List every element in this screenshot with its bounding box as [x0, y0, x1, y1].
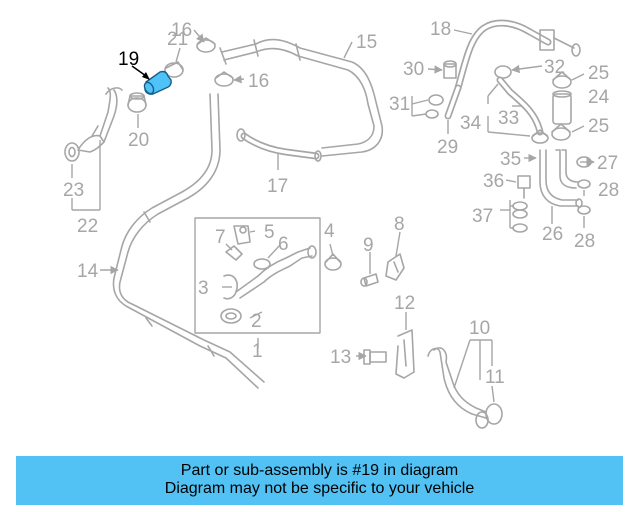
- part-19-hose-connector: [143, 70, 172, 95]
- leader-19: [131, 65, 150, 80]
- part-13-bolt: [363, 349, 387, 365]
- callout-14: 14: [77, 261, 99, 282]
- part-28-washer-upper: [577, 179, 591, 189]
- callout-23: 23: [63, 180, 84, 201]
- part-26-pipe: [539, 149, 583, 208]
- part-14-long-pipe: [112, 93, 265, 389]
- part-12-bracket: [395, 329, 415, 379]
- part-2-oring: [220, 308, 242, 324]
- callout-9: 9: [363, 235, 374, 256]
- callout-2: 2: [251, 311, 262, 332]
- part-4-cap: [324, 253, 342, 271]
- part-25-cap-lower: [551, 123, 571, 141]
- callout-37: 37: [472, 206, 493, 227]
- callout-20: 20: [128, 130, 149, 151]
- parts-diagram: 19 21 16 16 15 17 20 23 22 14 18 30 31 2…: [63, 19, 619, 429]
- callout-12: 12: [394, 293, 415, 314]
- callout-11: 11: [485, 367, 505, 388]
- part-5-sensor: [233, 225, 251, 245]
- part-8-bracket: [385, 253, 405, 281]
- callout-21: 21: [167, 29, 188, 50]
- part-1-pipe: [235, 245, 317, 299]
- part-23-gasket: [64, 142, 80, 162]
- callout-8: 8: [394, 214, 405, 235]
- callout-18: 18: [430, 19, 451, 40]
- callout-15: 15: [356, 32, 377, 53]
- part-29-hose: [444, 84, 462, 120]
- part-31-oring: [425, 94, 444, 119]
- callout-36: 36: [483, 171, 504, 192]
- callout-35: 35: [500, 149, 521, 170]
- part-11-flange: [475, 403, 503, 429]
- banner-line-2: Diagram may not be specific to your vehi…: [164, 480, 475, 497]
- part-22-pipe-assembly: [77, 87, 123, 153]
- info-banner: Part or sub-assembly is #19 in diagram D…: [16, 456, 623, 505]
- callout-28-lower: 28: [574, 231, 595, 252]
- banner-line-1: Part or sub-assembly is #19 in diagram: [180, 462, 459, 479]
- callout-31: 31: [389, 94, 410, 115]
- callout-34: 34: [460, 113, 482, 134]
- part-9-bolt: [360, 273, 379, 287]
- part-37-washers: [512, 201, 528, 233]
- callout-22: 22: [77, 216, 98, 237]
- callout-10: 10: [469, 318, 490, 339]
- callout-3: 3: [198, 278, 209, 299]
- part-3-clip: [223, 274, 239, 300]
- part-25-cap-upper: [552, 71, 572, 89]
- part-1-group-box: [194, 217, 321, 334]
- callout-27: 27: [597, 153, 618, 174]
- callout-26: 26: [542, 224, 563, 245]
- callout-32: 32: [544, 57, 565, 78]
- callout-25-upper: 25: [588, 63, 609, 84]
- callout-4: 4: [324, 221, 335, 242]
- callout-17: 17: [267, 176, 288, 197]
- part-16-clamp-lower: [214, 71, 234, 87]
- callout-30: 30: [403, 59, 424, 80]
- part-24-filter: [552, 90, 572, 125]
- part-17-hose: [236, 128, 322, 162]
- part-15-hose: [219, 38, 384, 157]
- part-30-connector: [443, 60, 457, 79]
- callout-5: 5: [264, 222, 275, 243]
- part-7-bracket: [225, 245, 243, 261]
- part-16-clamp-upper: [196, 37, 216, 53]
- callout-33: 33: [498, 108, 519, 129]
- callout-16-lower: 16: [248, 71, 269, 92]
- callout-7: 7: [215, 227, 226, 248]
- callout-25-lower: 25: [588, 116, 609, 137]
- callout-28-upper: 28: [598, 180, 619, 201]
- part-20-cap: [127, 92, 147, 113]
- part-35-cap: [531, 129, 549, 144]
- part-28-washer-lower: [577, 205, 591, 215]
- part-33-hose: [496, 76, 544, 136]
- part-10-pipe: [427, 347, 487, 419]
- callout-19: 19: [118, 49, 139, 70]
- part-21-flange: [164, 61, 184, 78]
- callout-labels: 19 21 16 16 15 17 20 23 22 14 18 30 31 2…: [63, 19, 619, 388]
- callout-16-upper: 16: [171, 20, 192, 41]
- callout-13: 13: [330, 347, 351, 368]
- callout-29: 29: [437, 137, 458, 158]
- callout-6: 6: [278, 234, 289, 255]
- callout-1: 1: [252, 341, 263, 362]
- callout-24: 24: [588, 87, 610, 108]
- part-36-bolt: [517, 175, 531, 199]
- part-32-clamp: [494, 65, 512, 79]
- leader-lines: [71, 29, 595, 403]
- part-18-hose: [454, 19, 581, 92]
- part-6-oring: [253, 258, 271, 270]
